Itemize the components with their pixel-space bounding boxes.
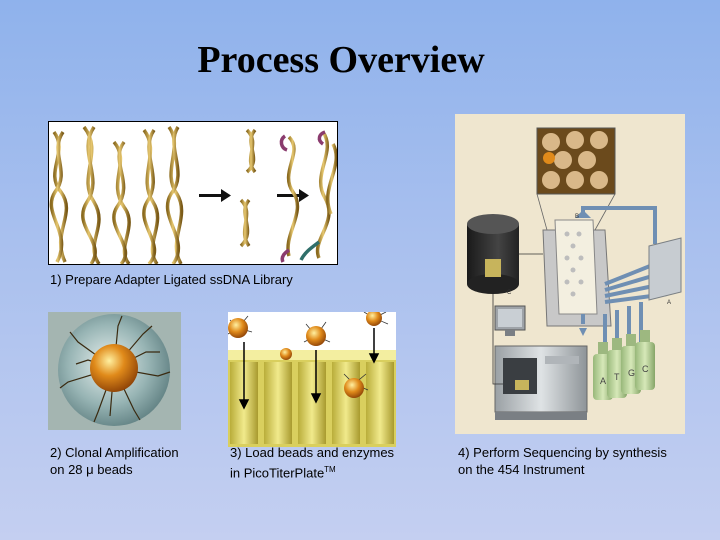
bottle-label-g: G	[628, 368, 635, 378]
arrow-right-icon	[199, 189, 309, 202]
double-helix-group	[49, 125, 184, 264]
step-4-caption-line1: 4) Perform Sequencing by synthesis	[458, 445, 667, 460]
single-strand-dna	[279, 130, 337, 263]
step-2-caption-line2: on 28 μ beads	[50, 462, 133, 477]
fragmented-helix	[239, 128, 257, 248]
bottle-label-t: T	[614, 372, 620, 382]
dna-library-image	[48, 121, 338, 265]
label-b: B	[575, 214, 579, 220]
slide-title: Process Overview	[197, 39, 485, 81]
plate-wells	[228, 360, 396, 447]
bottle-label-a: A	[600, 376, 606, 386]
step-4-caption: 4) Perform Sequencing by synthesis on th…	[458, 444, 667, 478]
sequencer-instrument-image: A T G C B A C	[455, 114, 685, 434]
reagent-bottles	[593, 330, 655, 400]
step-3-caption: 3) Load beads and enzymes in PicoTiterPl…	[230, 444, 394, 481]
label-a: A	[667, 300, 671, 306]
picotiterplate-image	[228, 312, 396, 447]
step-4-caption-line2: on the 454 Instrument	[458, 462, 585, 477]
capture-bead	[90, 344, 138, 392]
label-c: C	[507, 290, 512, 296]
trademark-mark: TM	[324, 465, 336, 474]
clonal-bead-image	[48, 312, 181, 430]
pump-box	[648, 237, 682, 301]
step-2-caption-line1: 2) Clonal Amplification	[50, 445, 179, 460]
step-3-caption-line2: in PicoTiterPlateTM	[230, 461, 394, 481]
sequencer-machine	[494, 345, 588, 420]
beads	[228, 312, 382, 398]
step-1-caption: 1) Prepare Adapter Ligated ssDNA Library	[50, 272, 293, 287]
computer-monitor	[494, 305, 526, 336]
step-3-caption-line1: 3) Load beads and enzymes	[230, 445, 395, 460]
camera-cylinder	[467, 214, 519, 294]
step-3-caption-main: in PicoTiterPlate	[230, 465, 325, 481]
flow-cell	[542, 219, 612, 327]
arrow-down-icon	[238, 328, 380, 410]
bottle-label-c: C	[642, 364, 649, 374]
step-2-caption: 2) Clonal Amplification on 28 μ beads	[50, 444, 179, 478]
